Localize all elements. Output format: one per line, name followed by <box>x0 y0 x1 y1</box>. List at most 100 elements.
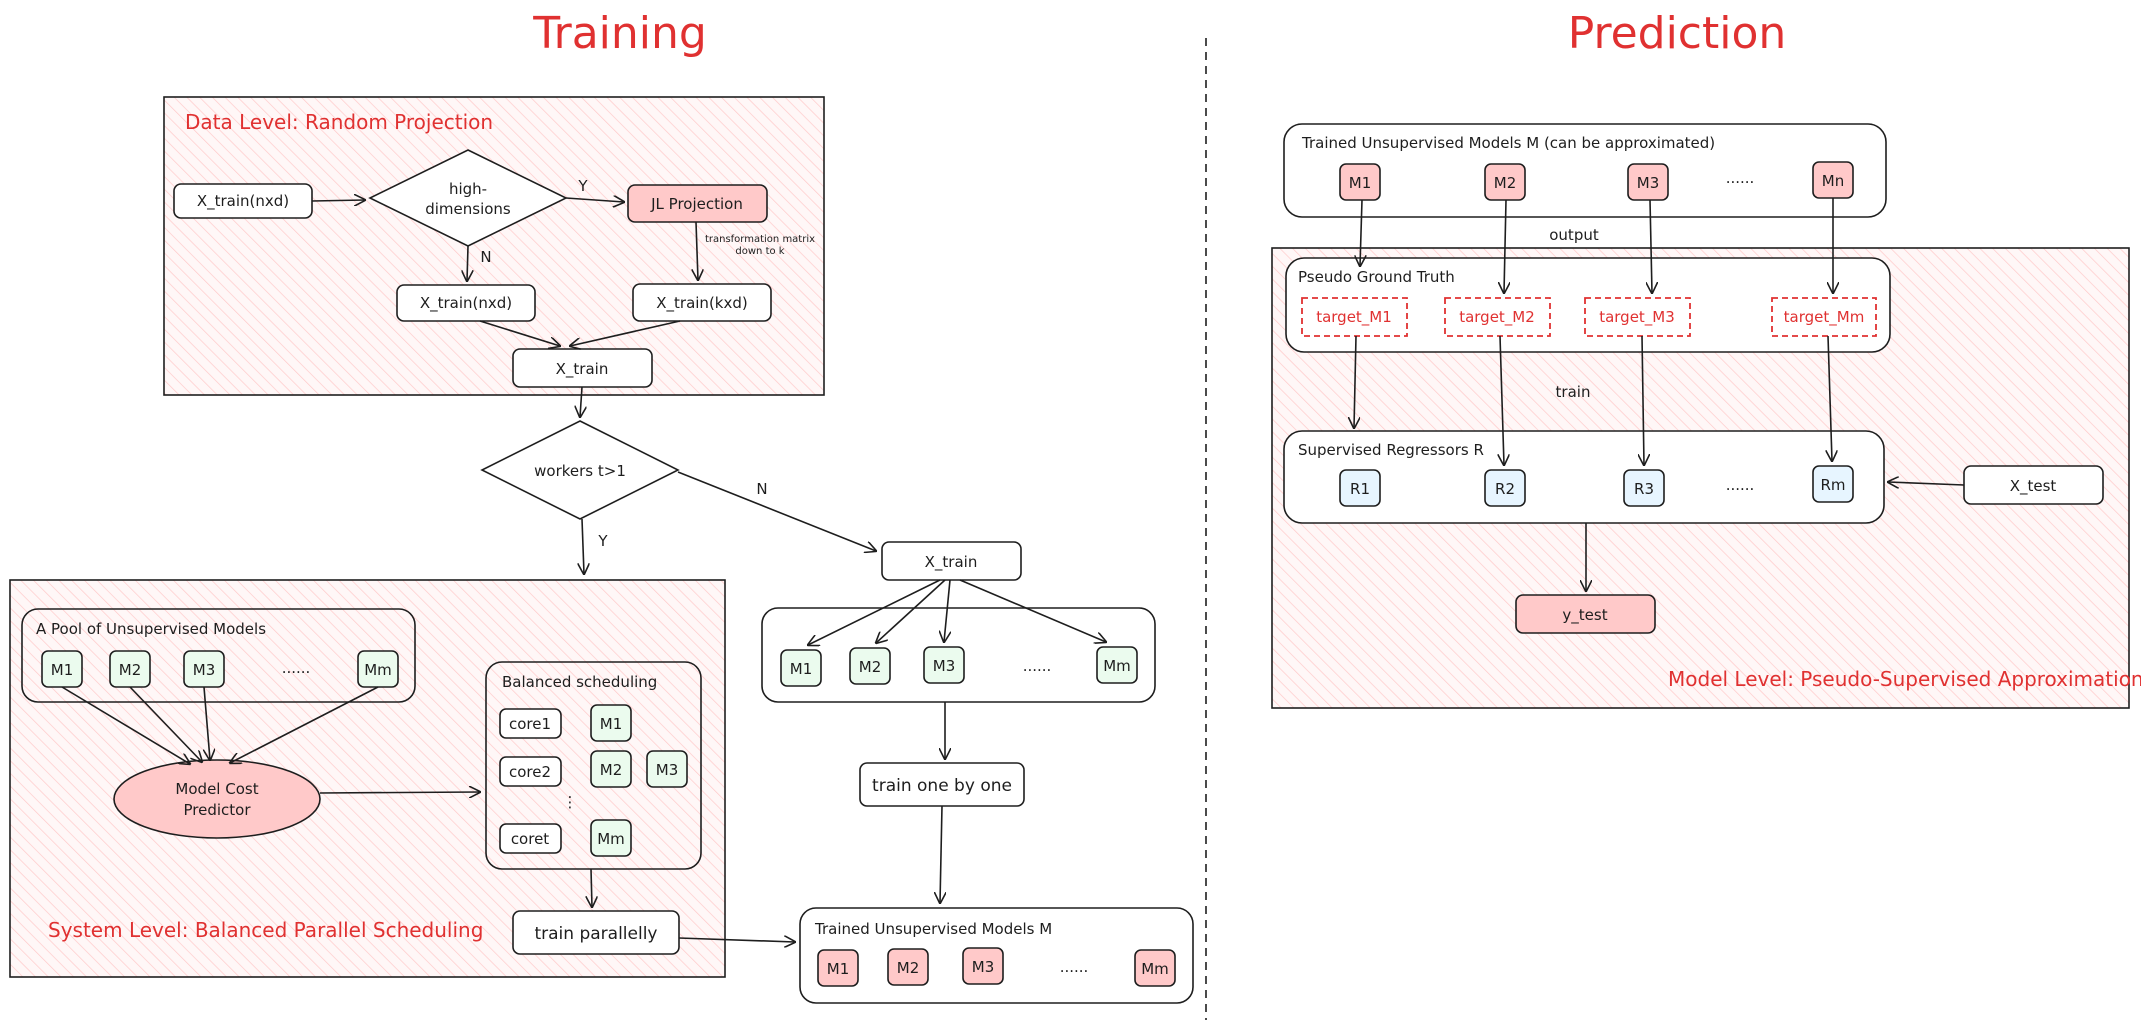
core1-node[interactable] <box>499 708 562 739</box>
pred-model-m2-label: M2 <box>1494 174 1517 192</box>
pool-model-m3-label: M3 <box>193 661 216 679</box>
data-level-title: Data Level: Random Projection <box>185 110 493 134</box>
sched-model-m2-label: M2 <box>600 761 623 779</box>
edge-target-m2-to-r2 <box>1500 335 1504 465</box>
workers-decision-label: workers t>1 <box>534 462 626 480</box>
seq-model-m2[interactable] <box>849 647 891 685</box>
edge-workers-to-sequential <box>677 471 876 551</box>
edge-seq-xtrain-to-mm <box>959 579 1106 642</box>
trained-model-mm-label: Mm <box>1141 960 1169 978</box>
train-parallelly-node[interactable] <box>512 910 680 955</box>
trained-model-m1[interactable] <box>817 949 859 987</box>
target-m2-node[interactable] <box>1444 297 1551 337</box>
coret-node[interactable] <box>499 823 562 854</box>
seq-model-mm[interactable] <box>1096 646 1138 684</box>
x-train-kxd-label: X_train(kxd) <box>656 294 747 313</box>
sched-model-m1-label: M1 <box>600 715 623 733</box>
sequential-models-group <box>761 607 1156 703</box>
supervised-regressors-title: Supervised Regressors R <box>1298 441 1484 459</box>
pool-model-m2-label: M2 <box>119 661 142 679</box>
edge-xtest-to-regressors <box>1888 482 1965 485</box>
pred-model-m1-label: M1 <box>1349 174 1372 192</box>
edge-scheduling-to-train-parallel <box>591 868 592 907</box>
edge-train-parallel-to-trained <box>678 938 795 942</box>
edge-pool-m3-to-predictor <box>204 686 210 760</box>
trained-approx-group <box>1283 123 1887 218</box>
x-train-node[interactable] <box>512 348 653 388</box>
edge-kxd-to-xtrain <box>570 320 681 346</box>
target-m3-node[interactable] <box>1584 297 1691 337</box>
edge-xtrain-to-workers <box>580 386 582 417</box>
edge-pool-m1-to-predictor <box>61 686 190 764</box>
x-train-kxd-node[interactable] <box>632 283 772 322</box>
trained-ellipsis: ...... <box>1060 958 1089 976</box>
edge-train-one-to-trained <box>940 805 942 903</box>
pool-ellipsis: ...... <box>282 659 311 677</box>
regressor-r1[interactable] <box>1339 469 1381 507</box>
x-train-nxd-input-label: X_train(nxd) <box>197 192 289 211</box>
high-dimensions-label-1: high- <box>449 180 487 198</box>
trained-model-m1-label: M1 <box>827 960 850 978</box>
core2-node[interactable] <box>499 756 562 787</box>
seq-model-m3[interactable] <box>923 646 965 684</box>
output-label: output <box>1549 226 1599 244</box>
regressors-ellipsis: ...... <box>1726 476 1755 494</box>
edge-workers-to-parallel <box>582 518 584 574</box>
x-train-seq-node[interactable] <box>881 541 1022 581</box>
pool-title: A Pool of Unsupervised Models <box>36 620 266 638</box>
regressor-rm[interactable] <box>1812 465 1854 503</box>
prediction-title: Prediction <box>1568 8 1787 59</box>
sched-model-mm[interactable] <box>590 819 632 857</box>
model-cost-predictor-node[interactable] <box>113 759 321 839</box>
edge-label-no: N <box>480 248 491 266</box>
target-m1-label: target_M1 <box>1316 308 1392 327</box>
edge-seq-xtrain-to-m3 <box>944 579 950 642</box>
sched-model-m2[interactable] <box>590 750 632 788</box>
workers-decision[interactable] <box>480 420 680 520</box>
edge-pool-mm-to-predictor <box>230 686 379 763</box>
jl-projection-node[interactable] <box>627 184 768 223</box>
x-train-label: X_train <box>556 360 609 379</box>
regressor-r2[interactable] <box>1484 469 1526 507</box>
pred-model-m1[interactable] <box>1339 163 1381 201</box>
pool-model-m1-label: M1 <box>51 661 74 679</box>
x-train-nxd-node[interactable] <box>396 284 536 322</box>
edge-pool-m2-to-predictor <box>129 686 202 762</box>
seq-ellipsis: ...... <box>1023 657 1052 675</box>
trained-model-m3[interactable] <box>962 947 1004 985</box>
y-test-node[interactable] <box>1515 594 1656 634</box>
trained-model-m2-label: M2 <box>897 959 920 977</box>
pred-model-mn-label: Mn <box>1822 172 1844 190</box>
pred-model-m2[interactable] <box>1484 163 1526 201</box>
seq-model-m1[interactable] <box>780 649 822 687</box>
trained-model-mm[interactable] <box>1134 949 1176 987</box>
seq-model-m1-label: M1 <box>790 660 813 678</box>
data-level-region <box>163 96 825 396</box>
transform-note-line-2: down to k <box>735 246 784 257</box>
pred-model-m3[interactable] <box>1627 163 1669 201</box>
edge-decision-to-jl <box>565 198 624 202</box>
sched-model-m3-label: M3 <box>656 761 679 779</box>
trained-approx-title: Trained Unsupervised Models M (can be ap… <box>1301 134 1715 152</box>
cost-predictor-label-1: Model Cost <box>175 780 258 798</box>
regressor-r2-label: R2 <box>1495 480 1515 498</box>
edge-nxd-to-xtrain <box>479 320 560 346</box>
edge-pred-m2-to-target <box>1504 199 1506 293</box>
seq-model-m2-label: M2 <box>859 658 882 676</box>
target-mm-node[interactable] <box>1771 297 1877 337</box>
core1-label: core1 <box>509 715 551 733</box>
target-mm-label: target_Mm <box>1784 308 1865 327</box>
target-m2-label: target_M2 <box>1459 308 1535 327</box>
training-title: Training <box>532 8 707 59</box>
seq-model-m3-label: M3 <box>933 657 956 675</box>
trained-model-m3-label: M3 <box>972 958 995 976</box>
regressor-r3[interactable] <box>1623 469 1665 507</box>
sched-model-m1[interactable] <box>590 704 632 742</box>
target-m1-node[interactable] <box>1301 297 1408 337</box>
edge-pred-m3-to-target <box>1650 199 1652 293</box>
trained-model-m2[interactable] <box>887 948 929 986</box>
edge-pred-m1-to-pseudo <box>1360 199 1362 266</box>
high-dimensions-label-2: dimensions <box>425 200 511 218</box>
sched-model-m3[interactable] <box>646 750 688 788</box>
